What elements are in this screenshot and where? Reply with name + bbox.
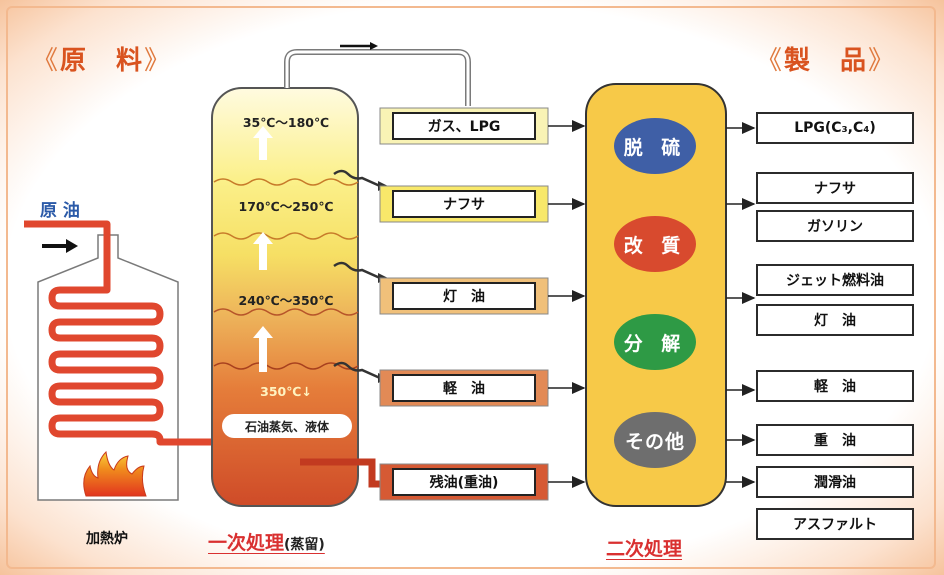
secondary-processing-column xyxy=(585,83,727,507)
product-gas-oil: 軽 油 xyxy=(756,370,914,402)
product-arrows xyxy=(726,122,756,488)
bracket-close: 》 xyxy=(868,46,897,76)
vapor-up-arrows xyxy=(253,126,273,372)
temp-naphtha: 170℃〜250℃ xyxy=(238,199,334,214)
product-gasoline: ガソリン xyxy=(756,210,914,242)
process-other: その他 xyxy=(614,412,696,468)
fraction-arrows xyxy=(548,120,586,488)
fraction-gas-oil: 軽 油 xyxy=(392,374,536,402)
product-jet-fuel: ジェット燃料油 xyxy=(756,264,914,296)
fraction-kerosene: 灯 油 xyxy=(392,282,536,310)
crude-arrow-head xyxy=(66,239,78,253)
secondary-processing-caption: 二次処理 xyxy=(606,538,683,560)
primary-processing-caption: 一次処理(蒸留) xyxy=(208,528,325,555)
tray-line xyxy=(213,308,359,316)
crude-oil-label: 原 油 xyxy=(40,201,80,221)
primary-processing-text: 一次処理 xyxy=(208,532,285,554)
product-naphtha: ナフサ xyxy=(756,172,914,204)
draw-off-lines xyxy=(333,169,381,380)
product-lpg: LPG(C₃,C₄) xyxy=(756,112,914,144)
bracket-close: 》 xyxy=(144,46,173,76)
fraction-naphtha: ナフサ xyxy=(392,190,536,218)
fraction-residue: 残油(重油) xyxy=(392,468,536,496)
product-heavy-oil: 重 油 xyxy=(756,424,914,456)
furnace-label: 加熱炉 xyxy=(86,531,128,547)
process-cracking: 分 解 xyxy=(614,314,696,370)
raw-material-heading: 《原 料》 xyxy=(32,40,172,77)
tray-line xyxy=(213,362,359,370)
crude-pipe xyxy=(24,220,300,446)
process-reforming: 改 質 xyxy=(614,216,696,272)
product-asphalt: アスファルト xyxy=(756,508,914,540)
product-kerosene: 灯 油 xyxy=(756,304,914,336)
process-desulfurization: 脱 硫 xyxy=(614,118,696,174)
vapor-liquid-label: 石油蒸気、液体 xyxy=(222,414,352,438)
temp-kerosene: 240℃〜350℃ xyxy=(238,293,334,308)
raw-material-text: 原 料 xyxy=(60,46,145,76)
products-text: 製 品 xyxy=(784,46,869,76)
product-lubricant: 潤滑油 xyxy=(756,466,914,498)
products-heading: 《製 品》 xyxy=(756,40,896,77)
diagram-frame xyxy=(6,6,936,569)
flame-icon xyxy=(83,450,147,497)
fraction-gas-lpg: ガス、LPG xyxy=(392,112,536,140)
bracket-open: 《 xyxy=(32,46,61,76)
distillation-text: (蒸留) xyxy=(284,537,325,553)
bracket-open: 《 xyxy=(756,46,785,76)
temp-top: 35℃〜180℃ xyxy=(242,115,330,130)
tray-line xyxy=(213,232,359,240)
temp-bottom: 350℃↓ xyxy=(260,384,312,399)
tray-line xyxy=(213,178,359,186)
